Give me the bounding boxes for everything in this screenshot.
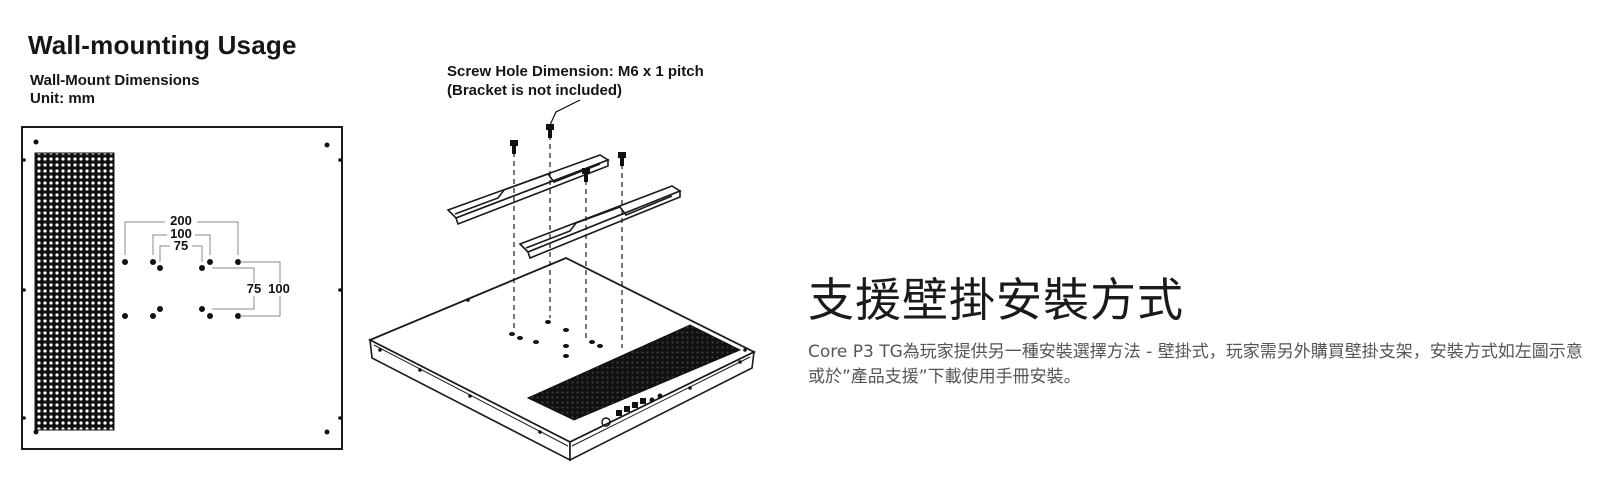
top-mounting-holes	[509, 320, 603, 358]
dimension-label-200: 200	[170, 213, 192, 228]
corner-holes	[22, 139, 342, 435]
dimension-lines	[124, 221, 281, 317]
feature-heading: 支援壁掛安裝方式	[808, 273, 1184, 327]
dimensions-label: Wall-Mount Dimensions	[30, 72, 200, 89]
vesa-holes	[122, 259, 241, 319]
dimension-label-vertical-75: 75	[247, 281, 261, 296]
caption-pointer	[549, 99, 581, 126]
feature-description: Core P3 TG為玩家提供另一種安裝選擇方法 - 壁掛式，玩家需另外購買壁掛…	[808, 342, 1583, 387]
screw-hole-label: Screw Hole Dimension: M6 x 1 pitch	[447, 63, 704, 80]
wall-brackets	[446, 154, 682, 260]
bracket-note: (Bracket is not included)	[447, 82, 623, 99]
dimension-label-75: 75	[174, 238, 188, 253]
bracket-installation-diagram	[367, 99, 757, 462]
screw-guide-lines	[513, 135, 623, 348]
dimension-label-vertical-100: 100	[268, 281, 290, 296]
section-title: Wall-mounting Usage	[28, 30, 297, 60]
unit-label: Unit: mm	[30, 90, 95, 107]
screws	[510, 124, 626, 182]
screw-caption: Screw Hole Dimension: M6 x 1 pitch (Brac…	[447, 62, 704, 100]
chassis-isometric	[367, 257, 757, 462]
front-io-ports	[601, 393, 663, 427]
dimension-label-100: 100	[170, 226, 192, 241]
wall-mount-dimension-diagram: 200 100 75 75 100	[21, 126, 343, 450]
top-vent-panel	[526, 324, 742, 421]
ventilation-grille	[34, 152, 115, 431]
dimensions-caption: Wall-Mount Dimensions Unit: mm	[30, 72, 199, 108]
